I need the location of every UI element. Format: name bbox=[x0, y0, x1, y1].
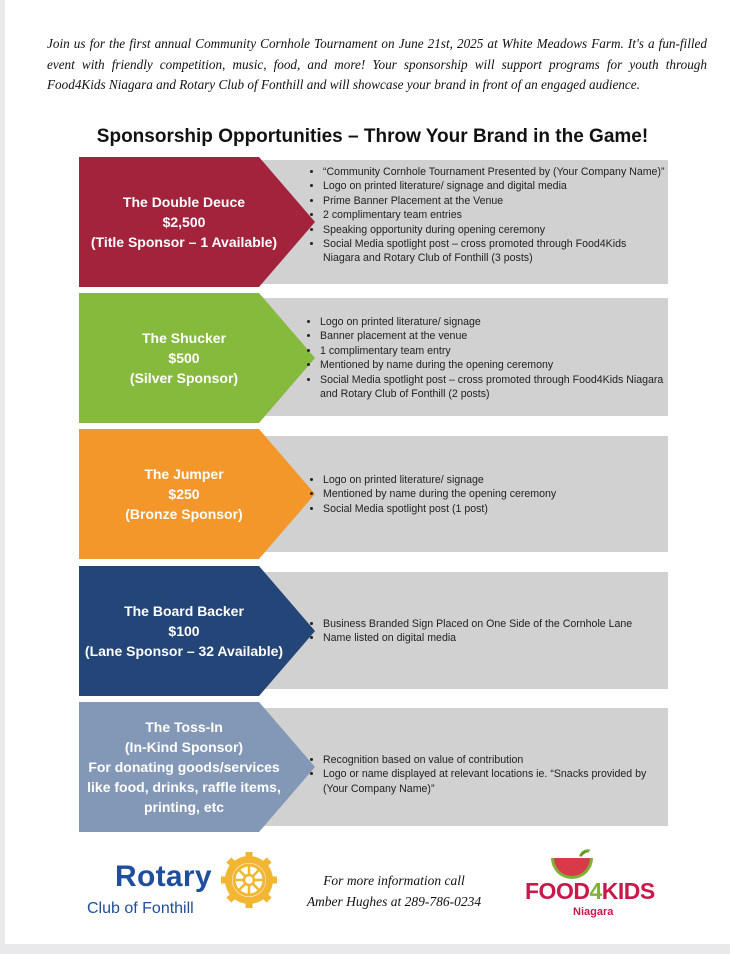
tier-benefits: Business Branded Sign Placed on One Side… bbox=[309, 617, 666, 646]
tier-chevron bbox=[79, 566, 315, 696]
benefit-item: Prime Banner Placement at the Venue bbox=[323, 194, 666, 208]
tier-label: The Board Backer $100 (Lane Sponsor – 32… bbox=[79, 566, 289, 696]
food4kids-wordmark: FOOD4KIDS bbox=[525, 878, 655, 905]
benefit-item: 2 complimentary team entries bbox=[323, 208, 666, 222]
wordmark-kids: KIDS bbox=[601, 878, 655, 904]
wordmark-food: FOOD bbox=[525, 878, 590, 904]
food4kids-logo: FOOD4KIDS Niagara bbox=[525, 848, 675, 928]
benefit-item: Business Branded Sign Placed on One Side… bbox=[323, 617, 666, 631]
benefit-item: Social Media spotlight post (1 post) bbox=[323, 502, 666, 516]
tier-chevron bbox=[79, 429, 315, 559]
benefit-item: “Community Cornhole Tournament Presented… bbox=[323, 165, 666, 179]
tier-details-panel bbox=[259, 572, 668, 689]
tier-chevron bbox=[79, 157, 315, 287]
benefit-item: Logo on printed literature/ signage bbox=[323, 473, 666, 487]
tier-price: $100 bbox=[168, 623, 200, 639]
tier-name: The Shucker bbox=[141, 330, 227, 346]
tier-board-backer: The Board Backer $100 (Lane Sponsor – 32… bbox=[79, 566, 668, 696]
tier-subtitle: (Silver Sponsor) bbox=[129, 370, 239, 386]
tier-chevron bbox=[79, 702, 315, 832]
tier-label: The Jumper $250 (Bronze Sponsor) bbox=[79, 429, 289, 559]
benefit-item: Banner placement at the venue bbox=[320, 329, 666, 343]
tier-price: (In-Kind Sponsor) bbox=[124, 739, 244, 755]
tier-name: The Jumper bbox=[144, 466, 224, 482]
tier-double-deuce: The Double Deuce $2,500 (Title Sponsor –… bbox=[79, 157, 668, 287]
rotary-logo: Rotary Club of Fonthill bbox=[83, 852, 283, 922]
watermelon-icon bbox=[551, 849, 593, 879]
rotary-wheel-icon bbox=[221, 852, 277, 908]
tier-jumper: The Jumper $250 (Bronze Sponsor) Logo on… bbox=[79, 429, 668, 559]
tier-shucker: The Shucker $500 (Silver Sponsor) Logo o… bbox=[79, 293, 668, 423]
contact-line: Amber Hughes at 289-786-0234 bbox=[306, 894, 482, 909]
tier-chevron bbox=[79, 293, 315, 423]
flyer-page: Join us for the first annual Community C… bbox=[5, 0, 730, 944]
tier-benefits: “Community Cornhole Tournament Presented… bbox=[309, 165, 666, 266]
tier-label: The Toss-In (In-Kind Sponsor) For donati… bbox=[79, 702, 289, 832]
wordmark-four: 4 bbox=[589, 878, 602, 904]
benefit-item: Logo or name displayed at relevant locat… bbox=[323, 767, 666, 796]
food4kids-region: Niagara bbox=[573, 906, 614, 918]
benefit-item: Name listed on digital media bbox=[323, 631, 666, 645]
tier-details-panel bbox=[259, 436, 668, 552]
tier-toss-in: The Toss-In (In-Kind Sponsor) For donati… bbox=[79, 702, 668, 832]
tier-name: The Board Backer bbox=[124, 603, 244, 619]
tier-label: The Double Deuce $2,500 (Title Sponsor –… bbox=[79, 157, 289, 287]
benefit-item: Logo on printed literature/ signage and … bbox=[323, 179, 666, 193]
benefit-item: Mentioned by name during the opening cer… bbox=[320, 358, 666, 372]
tier-price: $250 bbox=[168, 486, 200, 502]
tier-benefits: Logo on printed literature/ signage Bann… bbox=[306, 315, 666, 401]
tier-price: $500 bbox=[168, 350, 200, 366]
intro-paragraph: Join us for the first annual Community C… bbox=[47, 36, 707, 92]
tier-subtitle: (Title Sponsor – 1 Available) bbox=[90, 234, 278, 250]
tier-details-panel bbox=[259, 160, 668, 284]
benefit-item: Recognition based on value of contributi… bbox=[323, 753, 666, 767]
rotary-wordmark: Rotary bbox=[115, 860, 212, 893]
tier-details-panel bbox=[259, 708, 668, 826]
rotary-club-name: Club of Fonthill bbox=[87, 900, 194, 917]
contact-info: For more information call Amber Hughes a… bbox=[289, 870, 499, 912]
tier-benefits: Recognition based on value of contributi… bbox=[309, 753, 666, 796]
contact-line: For more information call bbox=[323, 873, 465, 888]
tier-subtitle: (Lane Sponsor – 32 Available) bbox=[84, 643, 284, 659]
tier-name: The Toss-In bbox=[145, 719, 223, 735]
tier-subtitle: For donating goods/services like food, d… bbox=[87, 759, 281, 815]
benefit-item: Social Media spotlight post – cross prom… bbox=[323, 237, 666, 266]
benefit-item: Logo on printed literature/ signage bbox=[320, 315, 666, 329]
tier-details-panel bbox=[259, 298, 668, 416]
benefit-item: Speaking opportunity during opening cere… bbox=[323, 223, 666, 237]
tier-label: The Shucker $500 (Silver Sponsor) bbox=[79, 293, 289, 423]
tier-name: The Double Deuce bbox=[122, 194, 246, 210]
tier-benefits: Logo on printed literature/ signage Ment… bbox=[309, 473, 666, 516]
benefit-item: Mentioned by name during the opening cer… bbox=[323, 487, 666, 501]
benefit-item: Social Media spotlight post – cross prom… bbox=[320, 373, 666, 402]
benefit-item: 1 complimentary team entry bbox=[320, 344, 666, 358]
page-heading: Sponsorship Opportunities – Throw Your B… bbox=[96, 126, 649, 147]
tier-subtitle: (Bronze Sponsor) bbox=[125, 506, 243, 522]
tier-price: $2,500 bbox=[162, 214, 206, 230]
